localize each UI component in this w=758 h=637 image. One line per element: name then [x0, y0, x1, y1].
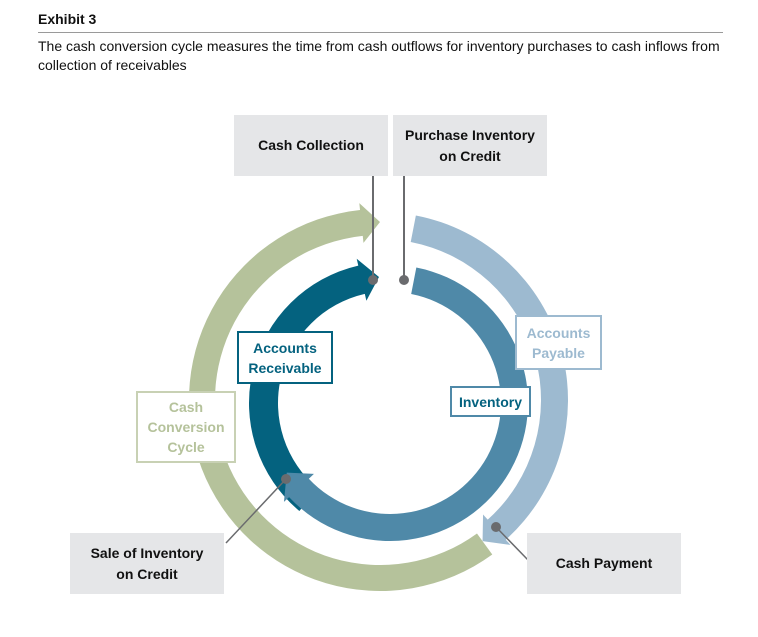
accounts-payable-label: Accounts Payable [526, 324, 591, 361]
header-divider [38, 32, 723, 33]
accounts-receivable-box: Accounts Receivable [237, 331, 333, 384]
exhibit-caption: The cash conversion cycle measures the t… [38, 38, 720, 73]
cash-payment-label: Cash Payment [555, 555, 653, 571]
purchase-inventory-dot [399, 275, 409, 285]
cash-collection-box: Cash Collection [234, 115, 388, 176]
inventory-label: Inventory [458, 393, 522, 410]
cash-conversion-cycle-label: Cash Conversion Cycle [147, 399, 225, 455]
cash-payment-box: Cash Payment [527, 533, 681, 594]
cash-collection-label: Cash Collection [258, 137, 364, 153]
sale-of-inventory-box: Sale of Inventory on Credit [70, 533, 224, 594]
sale-of-inventory-label: Sale of Inventory on Credit [90, 544, 204, 582]
inventory-box: Inventory [450, 386, 531, 417]
accounts-payable-arrow [410, 215, 568, 545]
cash-collection-dot [368, 275, 378, 285]
cash-payment-connector [495, 526, 529, 561]
accounts-receivable-arrow [248, 258, 379, 512]
cash-conversion-cycle-arrow [188, 203, 493, 592]
accounts-receivable-label: Accounts Receivable [248, 339, 322, 376]
cash-conversion-cycle-box: Cash Conversion Cycle [136, 391, 236, 463]
cash-payment-dot [491, 522, 501, 532]
purchase-inventory-box: Purchase Inventory on Credit [393, 115, 547, 176]
sale-of-inventory-dot [281, 474, 291, 484]
sale-of-inventory-connector [225, 478, 287, 544]
exhibit-label: Exhibit 3 [38, 11, 97, 27]
inventory-arrow [283, 267, 528, 541]
purchase-inventory-label: Purchase Inventory on Credit [405, 126, 535, 164]
accounts-payable-box: Accounts Payable [515, 315, 602, 370]
